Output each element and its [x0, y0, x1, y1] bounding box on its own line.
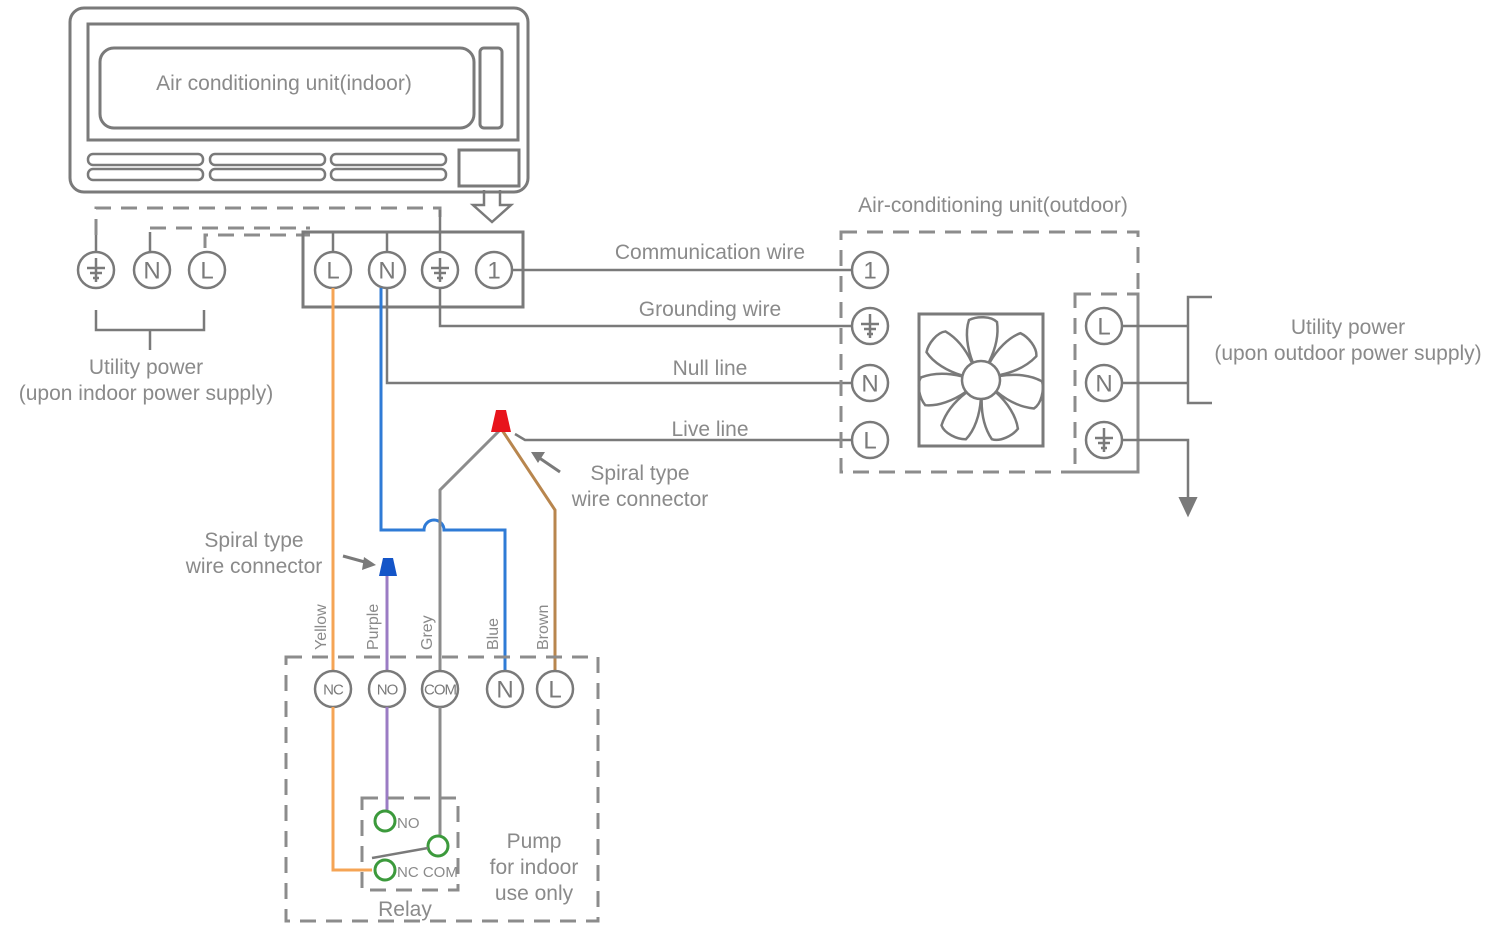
- indoor-terminal-cover: [457, 148, 521, 188]
- svg-text:L: L: [200, 258, 213, 285]
- connection-wires: Communication wire Grounding wire Null l…: [385, 241, 852, 442]
- svg-text:L: L: [863, 428, 876, 455]
- red-wire-connector-icon: [491, 410, 511, 432]
- outdoor-comm-terminal: [850, 250, 890, 290]
- outdoor-l-terminal: [850, 420, 890, 460]
- outdoor-power-bracket: [1122, 295, 1212, 518]
- svg-text:L: L: [548, 677, 561, 704]
- connector-red-label-line1: Spiral type: [590, 462, 689, 485]
- svg-text:L: L: [326, 258, 339, 285]
- connector-blue-label-line2: wire connector: [185, 555, 323, 578]
- wire-label-purple: Purple: [365, 604, 382, 650]
- relay-switch: [371, 846, 429, 860]
- svg-text:N: N: [143, 258, 160, 285]
- ground-icon: [1095, 428, 1113, 452]
- svg-text:L: L: [1097, 314, 1110, 341]
- indoor-unit: Air conditioning unit(indoor): [68, 6, 530, 224]
- ground-arrow-icon: [1178, 497, 1198, 518]
- pump-l-terminal: [535, 669, 575, 709]
- pointer-arrow-icon: [531, 452, 561, 474]
- fan-icon: [914, 312, 1047, 448]
- wire-label-grey: Grey: [419, 615, 436, 650]
- pump-box: NC NO COM N L NO NC COM Relay Pump for i…: [284, 655, 600, 923]
- svg-text:NC COM: NC COM: [397, 864, 458, 881]
- svg-text:1: 1: [863, 258, 876, 285]
- outdoor-n-terminal: [850, 363, 890, 403]
- indoor-power-n-terminal: [132, 250, 172, 290]
- svg-text:N: N: [1095, 371, 1112, 398]
- svg-text:NC: NC: [323, 682, 344, 699]
- relay-label: Relay: [378, 898, 432, 921]
- ground-icon: [861, 314, 879, 338]
- communication-wire-label: Communication wire: [615, 241, 805, 264]
- grounding-wire-label: Grounding wire: [639, 298, 781, 321]
- wire-label-blue: Blue: [485, 618, 502, 650]
- svg-text:N: N: [496, 677, 513, 704]
- indoor-unit-title: Air conditioning unit(indoor): [156, 72, 412, 95]
- relay-nc-terminal: [373, 858, 397, 882]
- svg-text:NO: NO: [397, 815, 420, 832]
- ground-icon: [431, 258, 449, 282]
- blue-wire: [379, 288, 507, 672]
- connector-blue-label-line1: Spiral type: [204, 529, 303, 552]
- svg-text:1: 1: [487, 258, 500, 285]
- relay: NO NC COM Relay: [360, 796, 460, 921]
- indoor-vents: [86, 152, 448, 182]
- grounding-wire: [438, 288, 852, 328]
- pointer-arrow-icon: [342, 554, 376, 570]
- grey-wire: [438, 428, 502, 672]
- outdoor-power-label-line1: Utility power: [1291, 316, 1405, 339]
- pump-n-terminal: [485, 669, 525, 709]
- pump-label-line3: use only: [495, 882, 574, 905]
- ground-icon: [87, 258, 105, 282]
- indoor-power-l-terminal: [187, 250, 227, 290]
- wire-label-brown: Brown: [535, 605, 552, 650]
- connector-red-label-line2: wire connector: [571, 488, 709, 511]
- svg-text:N: N: [378, 258, 395, 285]
- indoor-power-label-line1: Utility power: [89, 356, 203, 379]
- blue-wire-connector-icon: [379, 558, 397, 576]
- live-line: [514, 432, 852, 442]
- indoor-terminal-block: L N 1: [301, 210, 525, 309]
- svg-text:N: N: [861, 371, 878, 398]
- relay-no-terminal: [373, 809, 397, 833]
- indoor-power-label-line2: (upon indoor power supply): [19, 382, 273, 405]
- brown-wire: [500, 429, 557, 672]
- outdoor-unit-title: Air-conditioning unit(outdoor): [858, 194, 1128, 217]
- svg-text:COM: COM: [424, 682, 457, 699]
- wire-label-yellow: Yellow: [313, 604, 330, 650]
- pump-label-line2: for indoor: [490, 856, 579, 879]
- down-arrow-icon: [469, 190, 515, 224]
- relay-com-terminal: [426, 834, 450, 858]
- live-line-label: Live line: [671, 418, 748, 441]
- yellow-wire: [331, 288, 372, 872]
- pump-label-line1: Pump: [507, 830, 562, 853]
- outdoor-power-label-line2: (upon outdoor power supply): [1214, 342, 1481, 365]
- svg-text:NO: NO: [377, 682, 398, 699]
- null-line-label: Null line: [673, 357, 748, 380]
- outdoor-unit: 1 N L L: [839, 230, 1140, 474]
- indoor-power-terminals: N L: [76, 232, 227, 350]
- null-line: [385, 288, 852, 385]
